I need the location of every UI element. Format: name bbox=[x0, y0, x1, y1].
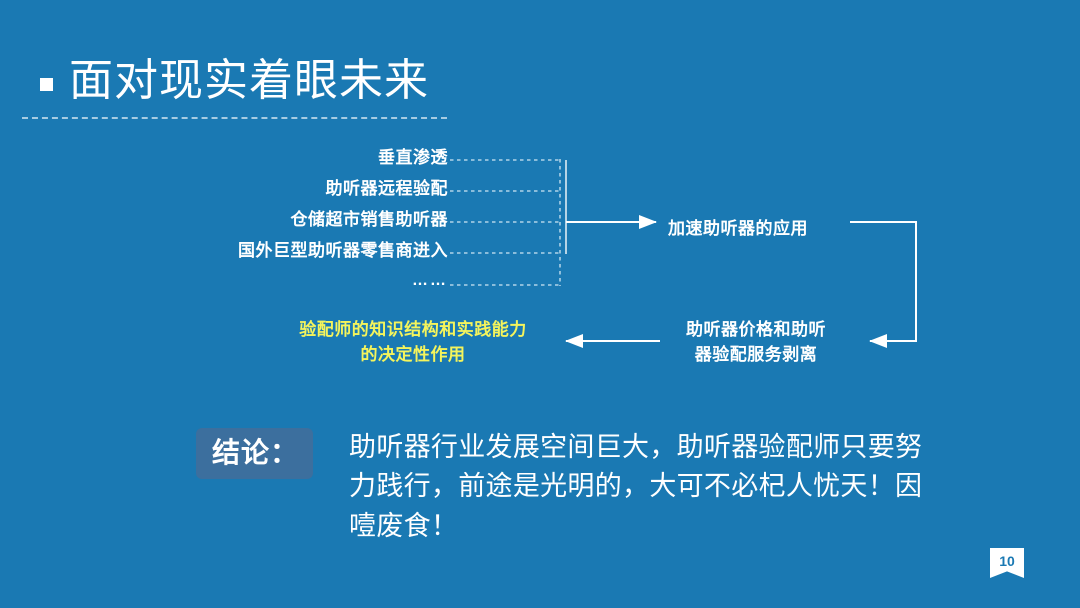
node-line-1: 助听器价格和助听 bbox=[686, 320, 826, 339]
node-fitter-competence-highlight: 验配师的知识结构和实践能力 的决定性作用 bbox=[274, 318, 552, 367]
list-item: 国外巨型助听器零售商进入 bbox=[238, 241, 448, 260]
node-line-2: 的决定性作用 bbox=[360, 344, 466, 364]
node-line-2: 器验配服务剥离 bbox=[694, 344, 818, 364]
page-number-badge: 10 bbox=[990, 548, 1024, 578]
conclusion-text: 助听器行业发展空间巨大，助听器验配师只要努力践行，前途是光明的，大可不必杞人忧天… bbox=[349, 432, 923, 541]
node-price-service-separation: 助听器价格和助听 器验配服务剥离 bbox=[668, 318, 844, 367]
dotted-leaders bbox=[450, 159, 560, 286]
conclusion-block: 结论： 助听器行业发展空间巨大，助听器验配师只要努力践行，前途是光明的，大可不必… bbox=[196, 428, 929, 546]
title-divider bbox=[22, 117, 447, 119]
list-item: 助听器远程验配 bbox=[325, 179, 448, 198]
influence-factor-list: 垂直渗透 助听器远程验配 仓储超市销售助听器 国外巨型助听器零售商进入 …… bbox=[238, 149, 448, 289]
page-title-text: 面对现实着眼未来 bbox=[69, 56, 429, 105]
list-item-ellipsis: …… bbox=[412, 272, 448, 289]
conclusion-badge: 结论： bbox=[196, 428, 314, 479]
page-title: 面对现实着眼未来 bbox=[40, 56, 429, 105]
list-item: 仓储超市销售助听器 bbox=[290, 210, 448, 229]
square-bullet-icon bbox=[40, 77, 53, 91]
arrow-top-node-to-bottom-node bbox=[850, 221, 917, 348]
list-item: 垂直渗透 bbox=[378, 148, 448, 167]
node-accelerate-application: 加速助听器的应用 bbox=[668, 219, 808, 238]
node-line-1: 验配师的知识结构和实践能力 bbox=[299, 320, 527, 339]
